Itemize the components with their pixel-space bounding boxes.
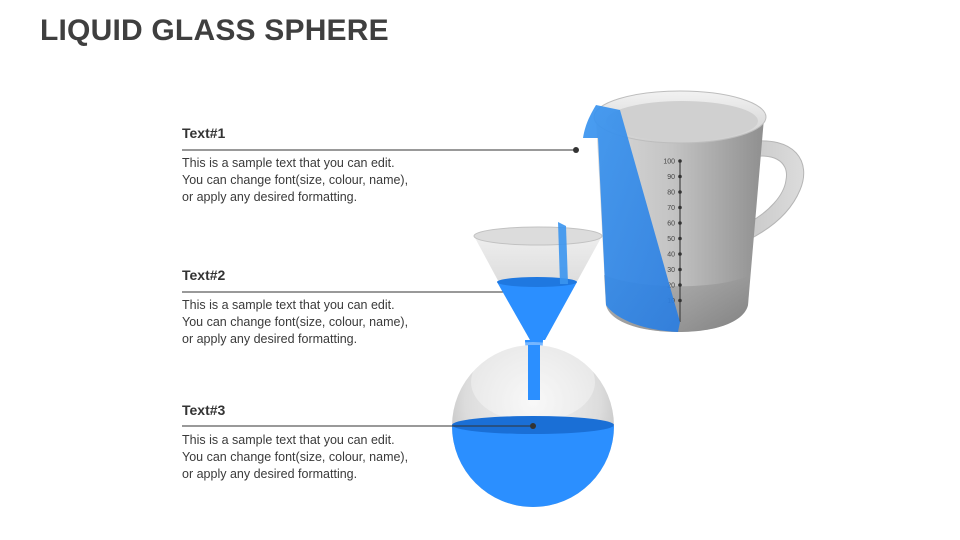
- text-body-3: This is a sample text that you can edit.…: [182, 432, 462, 483]
- text-line: You can change font(size, colour, name),: [182, 173, 409, 187]
- text-block-3: Text#3 This is a sample text that you ca…: [182, 402, 462, 483]
- page-title: LIQUID GLASS SPHERE: [40, 14, 389, 47]
- glass-sphere: [452, 342, 614, 507]
- text-heading-2: Text#2: [182, 267, 226, 283]
- jug-liquid-stream: [583, 105, 680, 332]
- scale-tick: [678, 159, 682, 163]
- text-block-1: Text#1 This is a sample text that you ca…: [182, 125, 462, 206]
- text-line: or apply any desired formatting.: [182, 190, 358, 204]
- scale-tick: [678, 190, 682, 194]
- scale-label: 70: [667, 205, 675, 212]
- measuring-jug: 100908070605040302010: [583, 90, 805, 332]
- scale-label: 40: [667, 252, 675, 259]
- text-block-2: Text#2 This is a sample text that you ca…: [182, 267, 462, 348]
- scale-label: 100: [663, 159, 675, 166]
- scale-tick: [678, 252, 682, 256]
- scale-label: 50: [667, 236, 675, 243]
- connector-line-2: [182, 289, 540, 295]
- text-line: This is a sample text that you can edit.: [182, 298, 395, 312]
- text-line: You can change font(size, colour, name),: [182, 315, 409, 329]
- text-line: or apply any desired formatting.: [182, 467, 358, 481]
- connector-line-3: [182, 423, 536, 429]
- scale-label: 30: [667, 267, 675, 274]
- scale-tick: [678, 174, 682, 179]
- scale-tick: [678, 283, 682, 287]
- connector-line-1: [182, 147, 579, 153]
- scale-tick: [678, 221, 682, 225]
- scale-label: 90: [667, 174, 675, 181]
- text-line: or apply any desired formatting.: [182, 332, 358, 346]
- scale-tick: [678, 205, 682, 210]
- text-body-2: This is a sample text that you can edit.…: [182, 297, 462, 348]
- scale-tick: [678, 267, 682, 272]
- text-body-1: This is a sample text that you can edit.…: [182, 155, 462, 206]
- scale-tick: [678, 298, 682, 303]
- scale-label: 60: [667, 221, 675, 228]
- scale-tick: [678, 236, 682, 241]
- text-line: This is a sample text that you can edit.: [182, 156, 395, 170]
- text-line: This is a sample text that you can edit.: [182, 433, 395, 447]
- scale-label: 20: [667, 283, 675, 290]
- scale-label: 80: [667, 190, 675, 197]
- text-heading-1: Text#1: [182, 125, 226, 141]
- text-heading-3: Text#3: [182, 402, 226, 418]
- text-line: You can change font(size, colour, name),: [182, 450, 409, 464]
